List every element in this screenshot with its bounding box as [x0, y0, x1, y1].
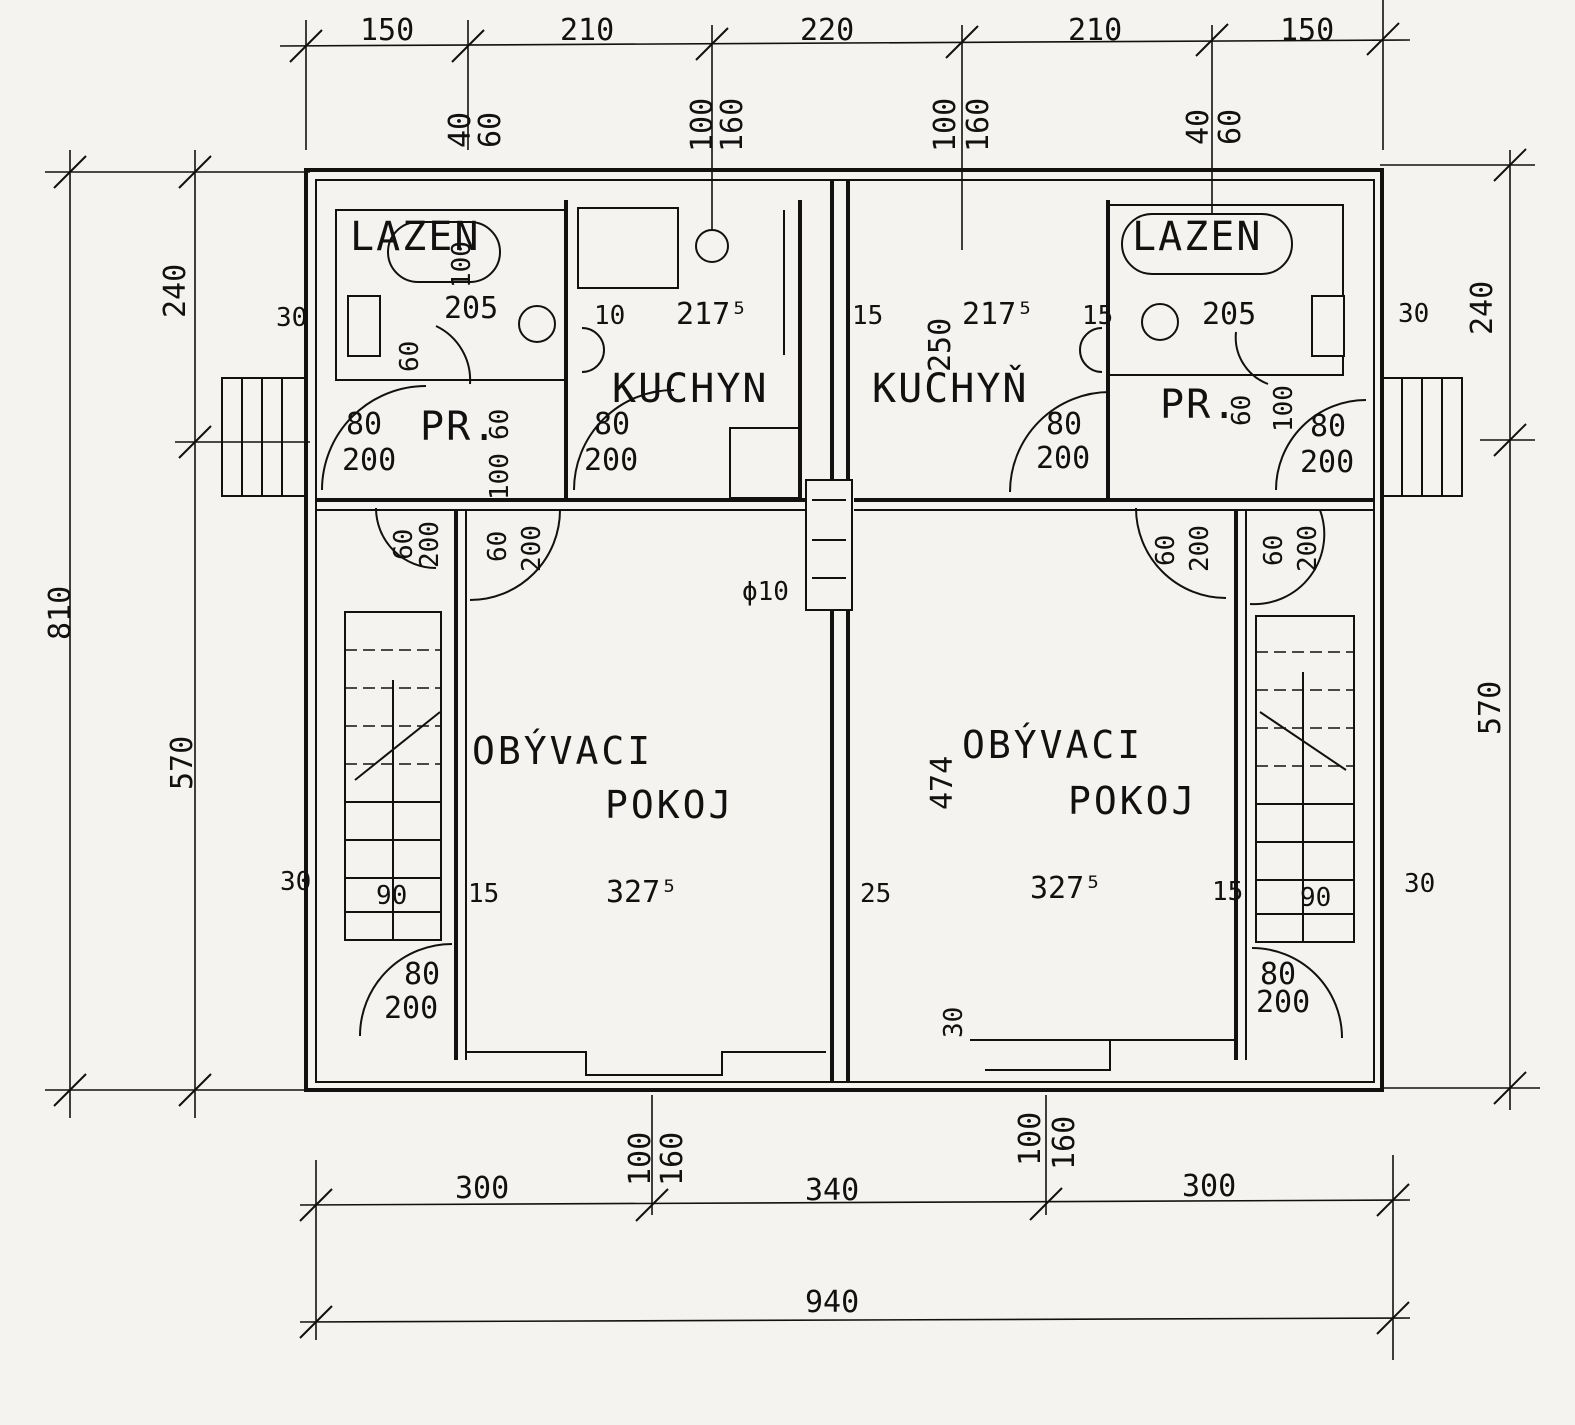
door-hall-left-h: 200 [342, 443, 396, 478]
door-kitchen-right-h: 200 [1036, 441, 1090, 476]
staircase-right [1255, 615, 1355, 943]
room-label-kitchen-right: KUCHYŇ [872, 364, 1029, 412]
kitchen-height: 250 [923, 318, 958, 372]
stair-width-left: 90 [376, 881, 407, 911]
living-height: 474 [925, 756, 960, 810]
door-hall-right-h: 200 [1300, 445, 1354, 480]
door-vert-left-a-h: 200 [415, 521, 445, 568]
wall-dim-30-d: 30 [1404, 869, 1435, 899]
door-labels: 80 200 80 200 80 200 80 200 80 200 80 20… [342, 241, 1354, 1026]
door-vert-right-b-h: 200 [1293, 525, 1323, 572]
room-label-bath-left: LAZEN [350, 214, 480, 260]
dim-left-total: 810 [43, 586, 78, 640]
dim-bottom-total: 940 [805, 1285, 859, 1320]
wall-dim-15-d: 15 [1212, 877, 1243, 907]
room-label-living-left-1: OBÝVACI [472, 729, 653, 773]
door-hall-left-w: 80 [346, 407, 382, 442]
dim-top-150-left: 150 [360, 13, 414, 48]
living-width-right: 327⁵ [1030, 871, 1102, 906]
dim-bottom-door-right-160: 160 [1047, 1116, 1082, 1170]
dim-top-mid-left-100: 100 [685, 98, 720, 152]
room-label-hall-right: PR. [1160, 382, 1238, 428]
wall-dim-25: 25 [860, 879, 891, 909]
door-kitchen-left-w: 80 [594, 407, 630, 442]
room-label-hall-left: PR. [420, 404, 498, 450]
kitchen-width-left: 217⁵ [676, 297, 748, 332]
door-vert-right-a-h: 200 [1185, 525, 1215, 572]
bath-width-right: 205 [1202, 297, 1256, 332]
bath-width-left: 205 [444, 291, 498, 326]
room-label-living-right-1: OBÝVACI [962, 723, 1143, 767]
door-bath-left-v-w: 60 [395, 341, 425, 372]
dim-top-210-right: 210 [1068, 13, 1122, 48]
entrance-steps [221, 377, 1463, 497]
door-bath-right-v-h: 100 [1269, 385, 1299, 432]
dim-bottom-door-left-100: 100 [623, 1132, 658, 1186]
door-vert-left-a-w: 60 [389, 529, 419, 560]
door-under-stair-right-w: 80 [1260, 957, 1296, 992]
dim-bottom-door-right-100: 100 [1013, 1112, 1048, 1166]
sill-dim: 30 [939, 1007, 969, 1038]
dim-top-left-col-60: 60 [473, 112, 508, 148]
walls [304, 168, 1384, 1092]
door-hall-left-v-w: 60 [485, 409, 515, 440]
door-vert-left-b-w: 60 [483, 531, 513, 562]
door-vert-right-b-w: 60 [1259, 535, 1289, 566]
chimney-label: ϕ10 [742, 577, 789, 607]
door-hall-left-v-h: 100 [485, 453, 515, 500]
door-kitchen-right-w: 80 [1046, 407, 1082, 442]
wall-dim-15-c: 15 [468, 879, 499, 909]
dimension-lines [45, 0, 1540, 1360]
wall-dim-15-b: 15 [1082, 301, 1113, 331]
door-under-stair-right-h: 200 [1256, 985, 1310, 1020]
wall-dim-10: 10 [594, 301, 625, 331]
door-bath-left-v-h: 100 [447, 241, 477, 288]
room-label-living-left-2: POKOJ [605, 783, 734, 827]
wall-dim-30-a: 30 [276, 303, 307, 333]
dim-top-mid-left-160: 160 [715, 98, 750, 152]
dim-bottom-left: 300 [455, 1171, 509, 1206]
dim-bottom-door-left-160: 160 [655, 1132, 690, 1186]
dim-left-bottom: 570 [165, 736, 200, 790]
door-swings [321, 325, 1367, 1039]
wall-dim-30-c: 30 [280, 867, 311, 897]
dim-top-150-right: 150 [1280, 13, 1334, 48]
staircase-left [344, 611, 442, 941]
room-label-living-right-2: POKOJ [1068, 779, 1197, 823]
dim-top-210-left: 210 [560, 13, 614, 48]
door-kitchen-left-h: 200 [584, 443, 638, 478]
living-width-left: 327⁵ [606, 875, 678, 910]
door-vert-right-a-w: 60 [1151, 535, 1181, 566]
dim-right-top: 240 [1465, 281, 1500, 335]
wall-dim-30-b: 30 [1398, 299, 1429, 329]
door-bath-right-v-w: 60 [1227, 395, 1257, 426]
door-hall-right-w: 80 [1310, 409, 1346, 444]
door-under-stair-left-h: 200 [384, 991, 438, 1026]
dim-bottom-mid: 340 [805, 1173, 859, 1208]
room-label-bath-right: LAZEN [1132, 214, 1262, 260]
kitchen-width-right: 217⁵ [962, 297, 1034, 332]
door-vert-left-b-h: 200 [517, 525, 547, 572]
bathroom-fixtures [347, 213, 1345, 357]
dim-top-mid-right-160: 160 [961, 98, 996, 152]
dim-bottom-right: 300 [1182, 1169, 1236, 1204]
kitchen-fixtures [577, 207, 801, 499]
dim-top-left-col-40: 40 [443, 112, 478, 148]
door-under-stair-left-w: 80 [404, 957, 440, 992]
dim-top-mid-right-100: 100 [928, 98, 963, 152]
room-label-kitchen-left: KUCHYN [612, 366, 769, 412]
dim-left-top: 240 [158, 264, 193, 318]
stair-width-right: 90 [1300, 883, 1331, 913]
wall-dim-15-a: 15 [852, 301, 883, 331]
dim-top-right-col-40: 40 [1181, 109, 1216, 145]
dim-top-right-col-60: 60 [1213, 109, 1248, 145]
dim-right-bottom: 570 [1473, 681, 1508, 735]
dim-top-220: 220 [800, 13, 854, 48]
